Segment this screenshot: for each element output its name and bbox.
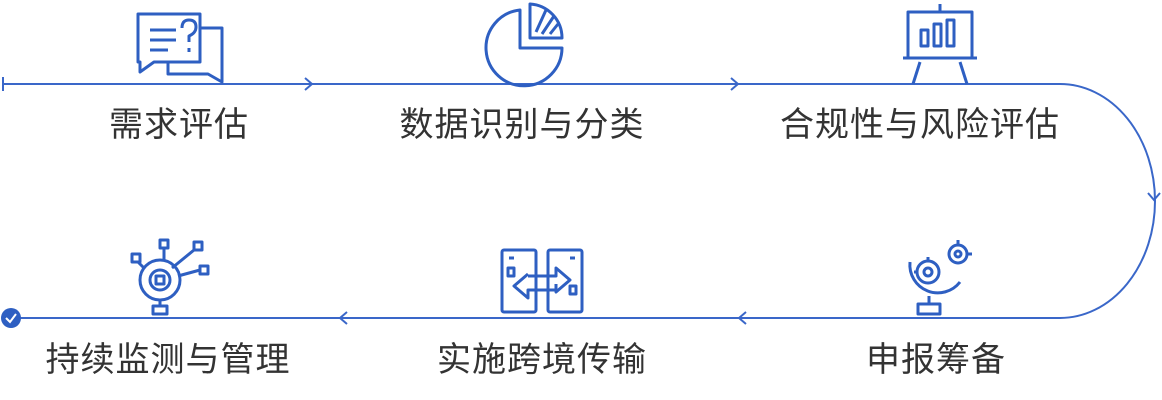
- step-label-cross-border-transfer: 实施跨境传输: [437, 340, 647, 380]
- check-circle-icon: [1, 308, 21, 328]
- step-label-monitoring-management: 持续监测与管理: [45, 340, 291, 380]
- presentation-board-icon: [903, 4, 977, 85]
- step-label-data-classification: 数据识别与分类: [399, 105, 645, 145]
- device-transfer-icon: [500, 248, 584, 314]
- question-chat-icon: [136, 12, 224, 84]
- step-label-filing-preparation: 申报筹备: [866, 340, 1006, 380]
- gear-globe-icon: [908, 240, 972, 316]
- step-label-needs-assessment: 需求评估: [109, 105, 249, 145]
- flow-arrow-3: [737, 311, 747, 325]
- flow-arrow-4: [338, 311, 348, 325]
- flow-arrow-1: [304, 77, 314, 91]
- flow-arrow-2: [730, 77, 740, 91]
- pie-chart-icon: [484, 2, 564, 88]
- step-label-compliance-risk: 合规性与风险评估: [780, 105, 1060, 145]
- flow-line-curve: [1059, 83, 1156, 319]
- flow-arrow-down: [1147, 192, 1161, 202]
- network-target-icon: [130, 238, 210, 316]
